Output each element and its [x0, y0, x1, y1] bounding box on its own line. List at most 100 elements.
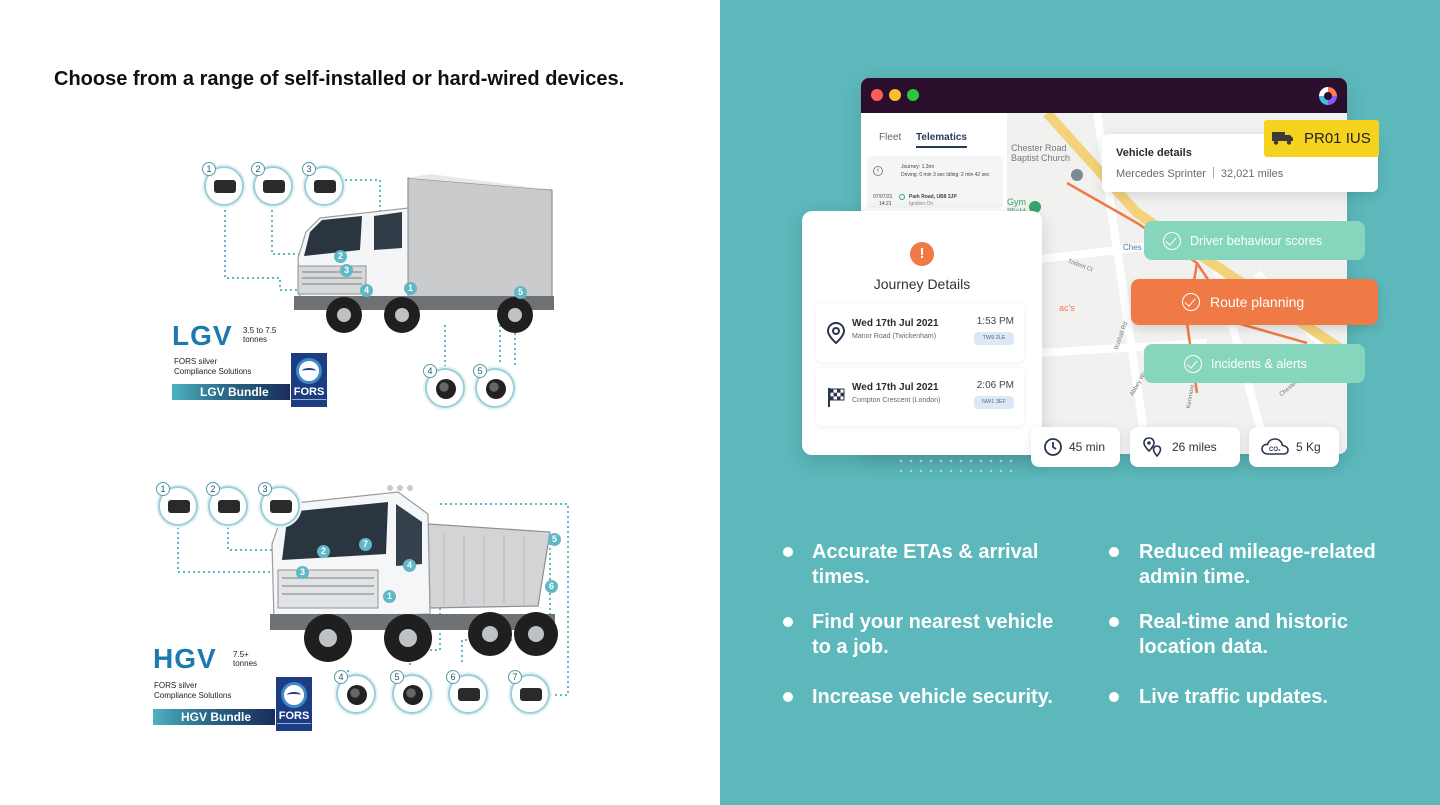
finish-flag-icon — [828, 388, 845, 407]
reversing-camera-icon — [486, 379, 506, 399]
check-circle-icon — [1163, 231, 1181, 250]
emissions-stat: CO₂ 5 Kg — [1249, 427, 1339, 467]
feature-route-planning[interactable]: Route planning — [1131, 279, 1378, 325]
telematics-panel: Fleet Telematics ‹ Journey: 1.3mi Drivin… — [720, 0, 1440, 805]
lgv-device-3: 3 — [302, 162, 344, 206]
journey-details-title: Journey Details — [873, 276, 971, 292]
journey-summary-mini[interactable]: ‹ Journey: 1.3mi Driving: 0 min 3 sec Id… — [867, 156, 1003, 208]
hgv-bundle-banner: HGV Bundle — [153, 709, 275, 725]
wide-camera-icon — [520, 688, 542, 701]
dashcam-icon — [263, 180, 285, 193]
brand-logo-icon — [1319, 87, 1337, 105]
maximize-window-dot[interactable] — [907, 89, 919, 101]
lgv-marker-1: 1 — [404, 282, 417, 295]
plate-number: PR01 IUS — [1304, 130, 1371, 147]
lgv-device-1: 1 — [202, 162, 244, 206]
journey-end-row[interactable]: Wed 17th Jul 2021 Compton Crescent (Lond… — [816, 368, 1024, 426]
lgv-marker-4: 4 — [360, 284, 373, 297]
rear-camera-icon — [458, 688, 480, 701]
distance-stat: 26 miles — [1130, 427, 1240, 467]
tracker-unit-icon — [214, 180, 236, 193]
svg-text:CO₂: CO₂ — [1269, 447, 1281, 453]
bullet-dot — [1109, 547, 1119, 557]
dvr-unit-icon — [270, 500, 292, 513]
hgv-marker-2: 2 — [317, 545, 330, 558]
bullet-dot — [1109, 617, 1119, 627]
postcode-tag: NW1 3EF — [974, 396, 1014, 409]
alert-icon: ! — [910, 242, 934, 266]
hgv-marker-3: 3 — [296, 566, 309, 579]
start-pin-icon — [899, 194, 905, 200]
benefit-vehicle-security: Increase vehicle security. — [812, 686, 1053, 708]
bullet-dot — [1109, 692, 1119, 702]
hgv-marker-5: 5 — [548, 533, 561, 546]
hgv-class-label: HGV — [153, 643, 217, 674]
decorative-dot-grid — [896, 456, 1016, 476]
registration-plate: PR01 IUS — [1264, 120, 1379, 157]
clock-icon — [1044, 438, 1062, 456]
hgv-truck-illustration — [270, 485, 558, 662]
truck-icon — [1272, 132, 1293, 145]
hgv-marker-1: 1 — [383, 590, 396, 603]
tab-fleet[interactable]: Fleet — [879, 132, 902, 143]
hgv-device-2: 2 — [206, 482, 248, 526]
reversing-camera-icon — [403, 685, 423, 705]
co2-cloud-icon: CO₂ — [1261, 438, 1289, 455]
hgv-marker-7: 7 — [359, 538, 372, 551]
benefit-live-traffic: Live traffic updates. — [1139, 686, 1328, 708]
hgv-device-3: 3 — [258, 482, 300, 526]
bullet-dot — [783, 617, 793, 627]
lgv-device-2: 2 — [251, 162, 293, 206]
hgv-tonnage: 7.5+tonnes — [233, 650, 258, 668]
check-circle-icon — [1184, 354, 1202, 373]
back-arrow-icon[interactable]: ‹ — [873, 166, 883, 176]
hgv-device-6: 6 — [446, 670, 488, 714]
hgv-marker-6: 6 — [545, 580, 558, 593]
feature-driver-behaviour-scores[interactable]: Driver behaviour scores — [1144, 221, 1365, 260]
window-titlebar — [861, 78, 1347, 113]
vehicle-details-title: Vehicle details — [1116, 147, 1192, 159]
location-pin-icon — [826, 322, 846, 344]
minimize-window-dot[interactable] — [889, 89, 901, 101]
lgv-marker-5: 5 — [514, 286, 527, 299]
hgv-device-1: 1 — [156, 482, 198, 526]
feature-incidents-alerts[interactable]: Incidents & alerts — [1144, 344, 1365, 383]
bullet-dot — [783, 692, 793, 702]
dashcam-icon — [218, 500, 240, 513]
app-tabs: Fleet Telematics — [879, 132, 979, 148]
hgv-device-4: 4 — [334, 670, 376, 714]
bullet-dot — [783, 547, 793, 557]
tab-telematics[interactable]: Telematics — [916, 132, 967, 148]
hgv-marker-4: 4 — [403, 559, 416, 572]
route-pin-icon — [1143, 437, 1162, 458]
lgv-device-4: 4 — [423, 364, 465, 408]
fors-logo: FORS — [291, 353, 327, 407]
close-window-dot[interactable] — [871, 89, 883, 101]
check-circle-icon — [1182, 293, 1200, 311]
devices-panel: Choose from a range of self-installed or… — [54, 68, 625, 731]
lgv-truck-illustration — [294, 174, 554, 333]
lgv-marker-2: 2 — [334, 250, 347, 263]
journey-start-row[interactable]: Wed 17th Jul 2021 Manor Road (Twickenham… — [816, 304, 1024, 362]
side-camera-icon — [436, 379, 456, 399]
side-camera-icon — [347, 685, 367, 705]
lgv-device-5: 5 — [473, 364, 515, 408]
dvr-unit-icon — [314, 180, 336, 193]
lgv-bundle-banner: LGV Bundle — [172, 384, 290, 400]
journey-details-card: ! Journey Details Wed 17th Jul 2021 Mano… — [802, 211, 1042, 455]
hgv-device-5: 5 — [390, 670, 432, 714]
lgv-class-label: LGV — [172, 320, 233, 351]
tracker-unit-icon — [168, 500, 190, 513]
lgv-marker-3: 3 — [340, 264, 353, 277]
duration-stat: 45 min — [1031, 427, 1120, 467]
hgv-device-7: 7 — [508, 670, 550, 714]
